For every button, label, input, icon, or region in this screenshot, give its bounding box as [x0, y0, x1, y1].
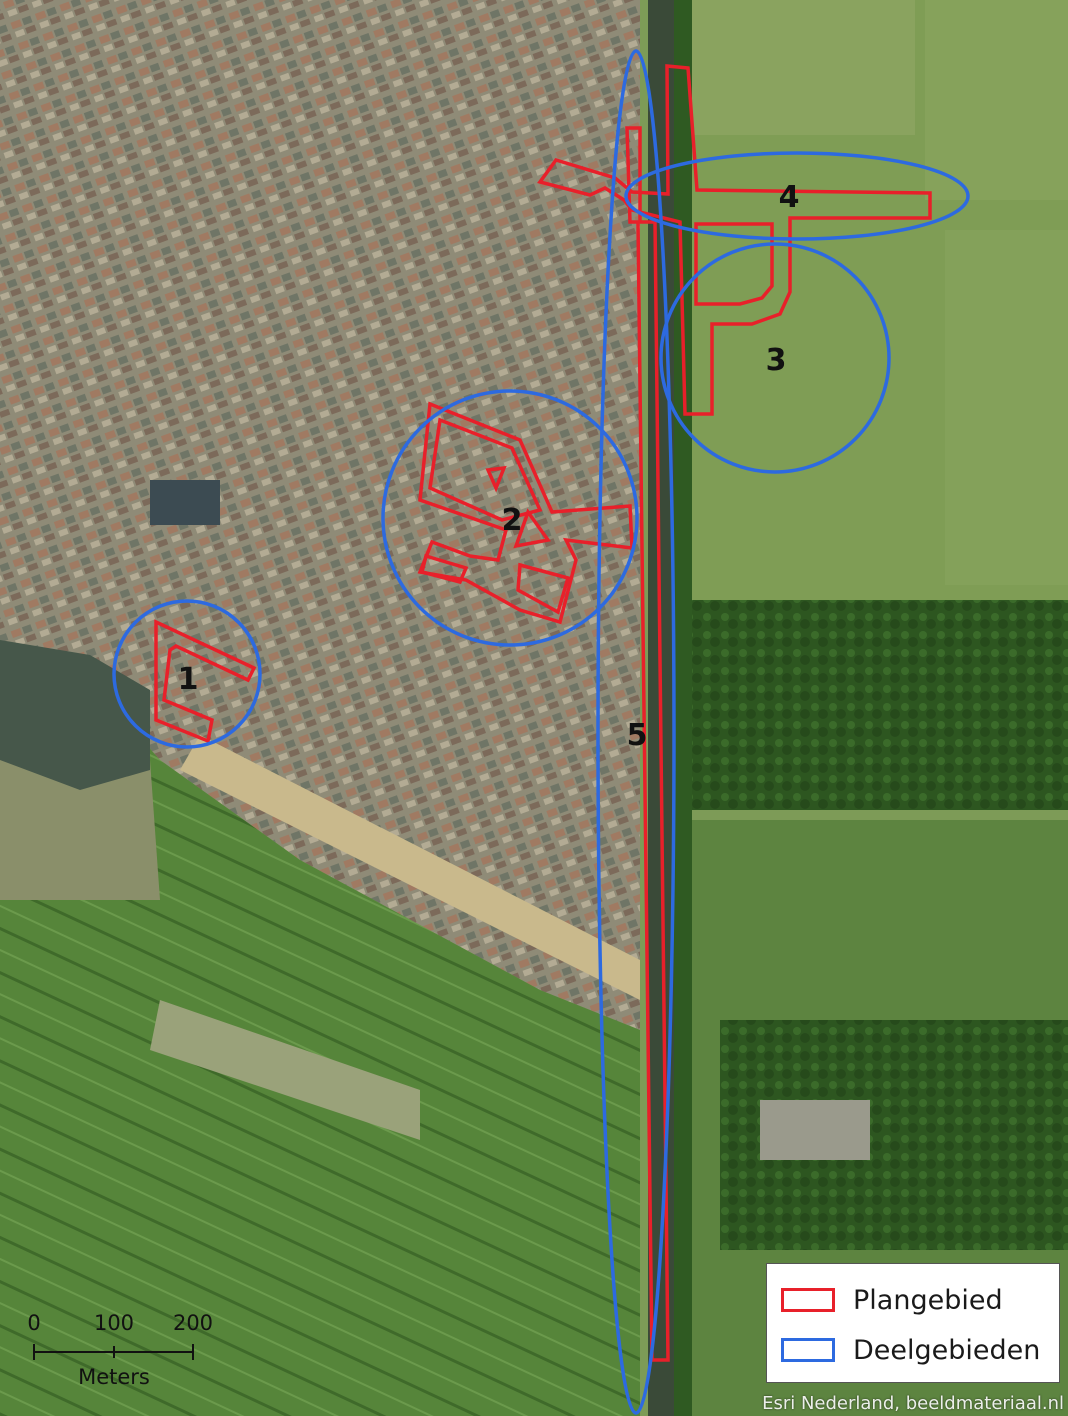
meadows-southwest — [0, 640, 640, 1416]
zone-label-3: 3 — [766, 343, 787, 378]
plangebied-swatch — [781, 1288, 835, 1312]
plangebied-zone-2-main[interactable] — [417, 401, 634, 625]
zone-label-1: 1 — [178, 662, 199, 697]
scale-unit: Meters — [78, 1365, 150, 1389]
deelgebied-2[interactable] — [381, 389, 639, 647]
legend: Plangebied Deelgebieden — [766, 1263, 1060, 1383]
map-attribution: Esri Nederland, beeldmateriaal.nl — [762, 1393, 1064, 1414]
zone-labels: 1 2 3 4 5 — [178, 180, 800, 753]
scale-tick-0: 0 — [27, 1311, 40, 1335]
legend-item-plangebied[interactable]: Plangebied — [781, 1280, 1003, 1320]
zone-label-4: 4 — [779, 180, 800, 215]
zone-label-5: 5 — [627, 718, 648, 753]
residential-area — [0, 0, 640, 1030]
scale-bar: 0 100 200 Meters — [27, 1311, 213, 1389]
legend-label-plangebied: Plangebied — [853, 1284, 1003, 1316]
field-parcel — [945, 230, 1068, 585]
scale-tick-100: 100 — [94, 1311, 134, 1335]
field-parcel — [925, 0, 1068, 200]
scale-tick-200: 200 — [173, 1311, 213, 1335]
deelgebieden-swatch — [781, 1338, 835, 1362]
plangebied-zone-4[interactable] — [537, 64, 932, 416]
field-parcel — [690, 0, 915, 135]
woods-east — [690, 600, 1068, 810]
plangebied-zone-2-triangle[interactable] — [485, 465, 507, 493]
sandy-path — [180, 735, 640, 1000]
plangebied-zone-3-hook[interactable] — [694, 222, 774, 306]
plangebied-layer[interactable] — [154, 64, 932, 1362]
sports-hall — [150, 480, 220, 525]
deelgebied-4[interactable] — [624, 151, 970, 241]
legend-item-deelgebieden[interactable]: Deelgebieden — [781, 1330, 1040, 1370]
plangebied-zone-2-triangle-center[interactable] — [513, 508, 552, 549]
deelgebied-3[interactable] — [659, 242, 891, 474]
deelgebied-5[interactable] — [596, 49, 676, 1415]
legend-label-deelgebieden: Deelgebieden — [853, 1334, 1041, 1366]
plangebied-zone-1[interactable] — [154, 619, 257, 744]
plangebied-zone-2-box-south[interactable] — [516, 562, 571, 615]
estate-house — [760, 1100, 870, 1160]
tree-line — [674, 0, 692, 1416]
deelgebied-1[interactable] — [112, 599, 262, 749]
zone-label-2: 2 — [502, 503, 523, 538]
deelgebieden-layer[interactable] — [112, 49, 970, 1415]
plangebied-zone-2-box-west[interactable] — [419, 553, 469, 585]
meadow-patch — [150, 1000, 420, 1140]
plangebied-zone-2-inner[interactable] — [428, 417, 543, 522]
plangebied-zone-5[interactable] — [625, 126, 670, 1362]
